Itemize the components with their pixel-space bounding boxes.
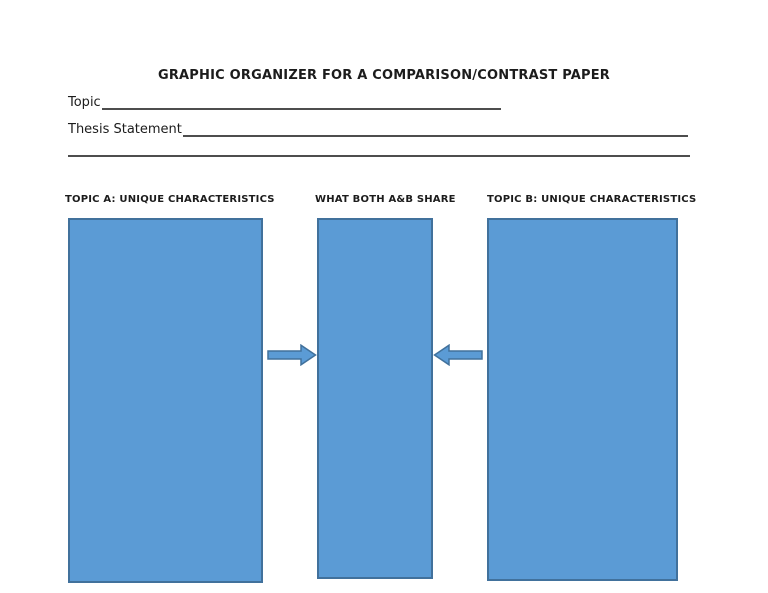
arrow-left-icon — [433, 344, 483, 366]
arrow-right-icon — [267, 344, 317, 366]
topic-blank-line[interactable] — [101, 93, 501, 110]
topic-a-column-header: TOPIC A: UNIQUE CHARACTERISTICS — [65, 194, 275, 205]
thesis-blank-line[interactable] — [182, 120, 688, 137]
page-title: GRAPHIC ORGANIZER FOR A COMPARISON/CONTR… — [157, 68, 611, 83]
thesis-field: Thesis Statement — [68, 120, 688, 137]
topic-b-box[interactable] — [487, 218, 678, 581]
topic-label: Topic — [68, 95, 101, 110]
thesis-blank-line-2[interactable] — [68, 141, 690, 157]
topic-b-column-header: TOPIC B: UNIQUE CHARACTERISTICS — [487, 194, 697, 205]
shared-column-header: WHAT BOTH A&B SHARE — [315, 194, 456, 205]
thesis-statement-label: Thesis Statement — [68, 122, 182, 137]
topic-field: Topic — [68, 93, 501, 110]
shared-characteristics-box[interactable] — [317, 218, 433, 579]
topic-a-box[interactable] — [68, 218, 263, 583]
